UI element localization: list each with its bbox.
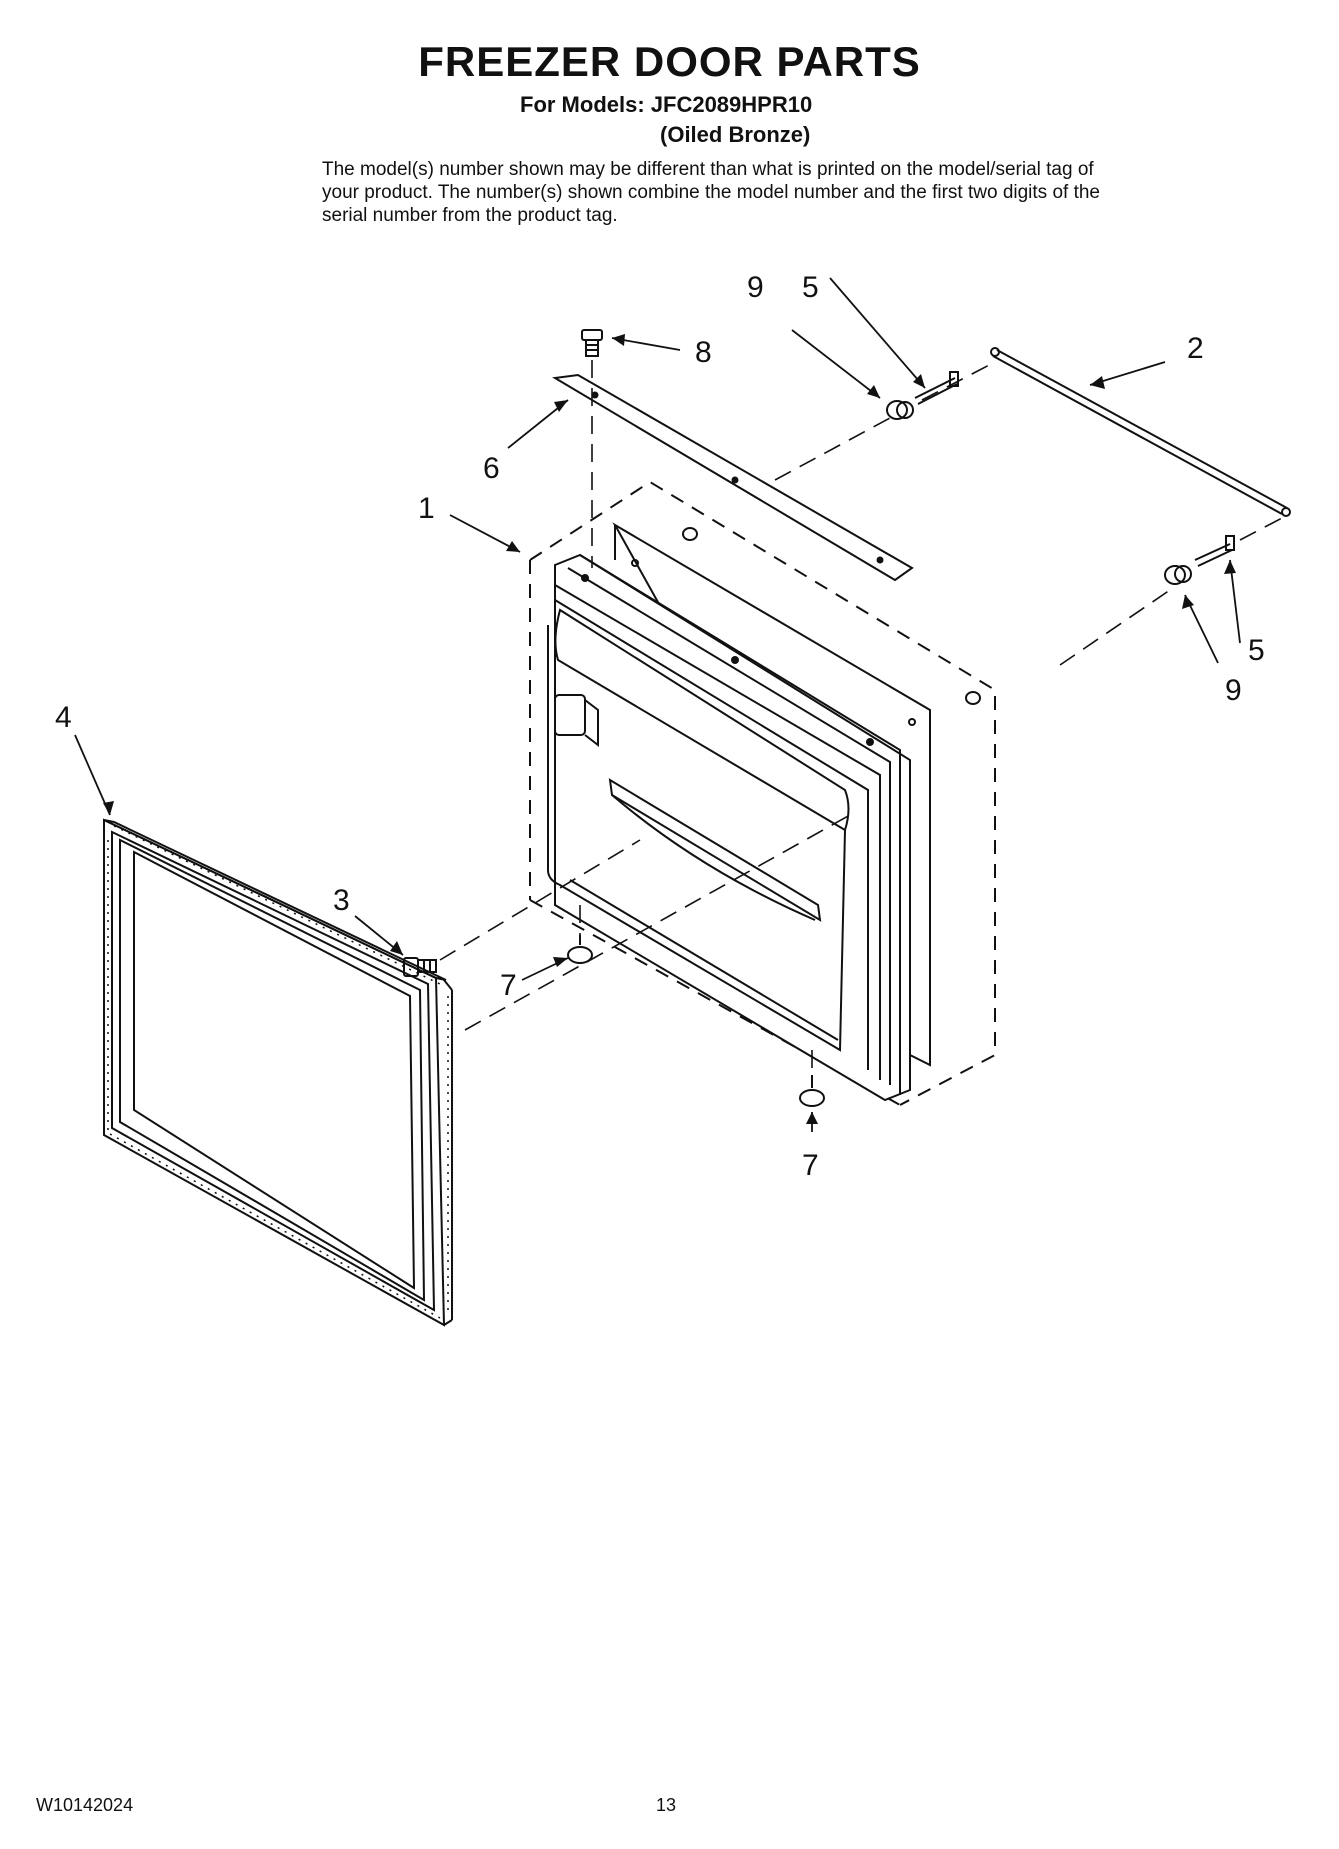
callout-4: 4 bbox=[55, 701, 72, 734]
callout-2: 2 bbox=[1187, 332, 1204, 365]
callout-3: 3 bbox=[333, 884, 350, 917]
callout-8: 8 bbox=[695, 336, 712, 369]
models-line: For Models: JFC2089HPR10 bbox=[520, 92, 813, 117]
page-title: FREEZER DOOR PARTS bbox=[418, 38, 921, 85]
callout-6: 6 bbox=[483, 452, 500, 485]
assembly-lines bbox=[439, 360, 1283, 1075]
door-rod bbox=[990, 347, 1291, 517]
page-number: 13 bbox=[656, 1795, 677, 1815]
finish-line: (Oiled Bronze) bbox=[660, 122, 811, 147]
callout-9-top: 9 bbox=[747, 271, 764, 304]
callout-arrowheads bbox=[103, 334, 1236, 1124]
callout-5-lower: 5 bbox=[1248, 634, 1265, 667]
door-assembly-boundary bbox=[529, 480, 996, 1106]
door-gasket bbox=[103, 818, 453, 1327]
upper-spacer-and-screw bbox=[886, 371, 959, 420]
callout-7-right: 7 bbox=[802, 1149, 819, 1182]
callout-1: 1 bbox=[418, 492, 435, 525]
top-screw bbox=[581, 329, 603, 357]
callout-5-top: 5 bbox=[802, 271, 819, 304]
lower-spacer-and-screw bbox=[1164, 535, 1235, 585]
door-foot-right bbox=[799, 1075, 825, 1107]
front-screw bbox=[403, 957, 437, 977]
callout-9-lower: 9 bbox=[1225, 674, 1242, 707]
door-foot-left bbox=[567, 935, 593, 964]
model-number-note: The model(s) number shown may be differe… bbox=[322, 159, 1100, 226]
document-number: W10142024 bbox=[36, 1795, 134, 1815]
callout-7-left: 7 bbox=[500, 969, 517, 1002]
freezer-door bbox=[547, 553, 916, 1102]
trim-strip bbox=[552, 373, 914, 582]
callout-leaders bbox=[74, 277, 1241, 1132]
